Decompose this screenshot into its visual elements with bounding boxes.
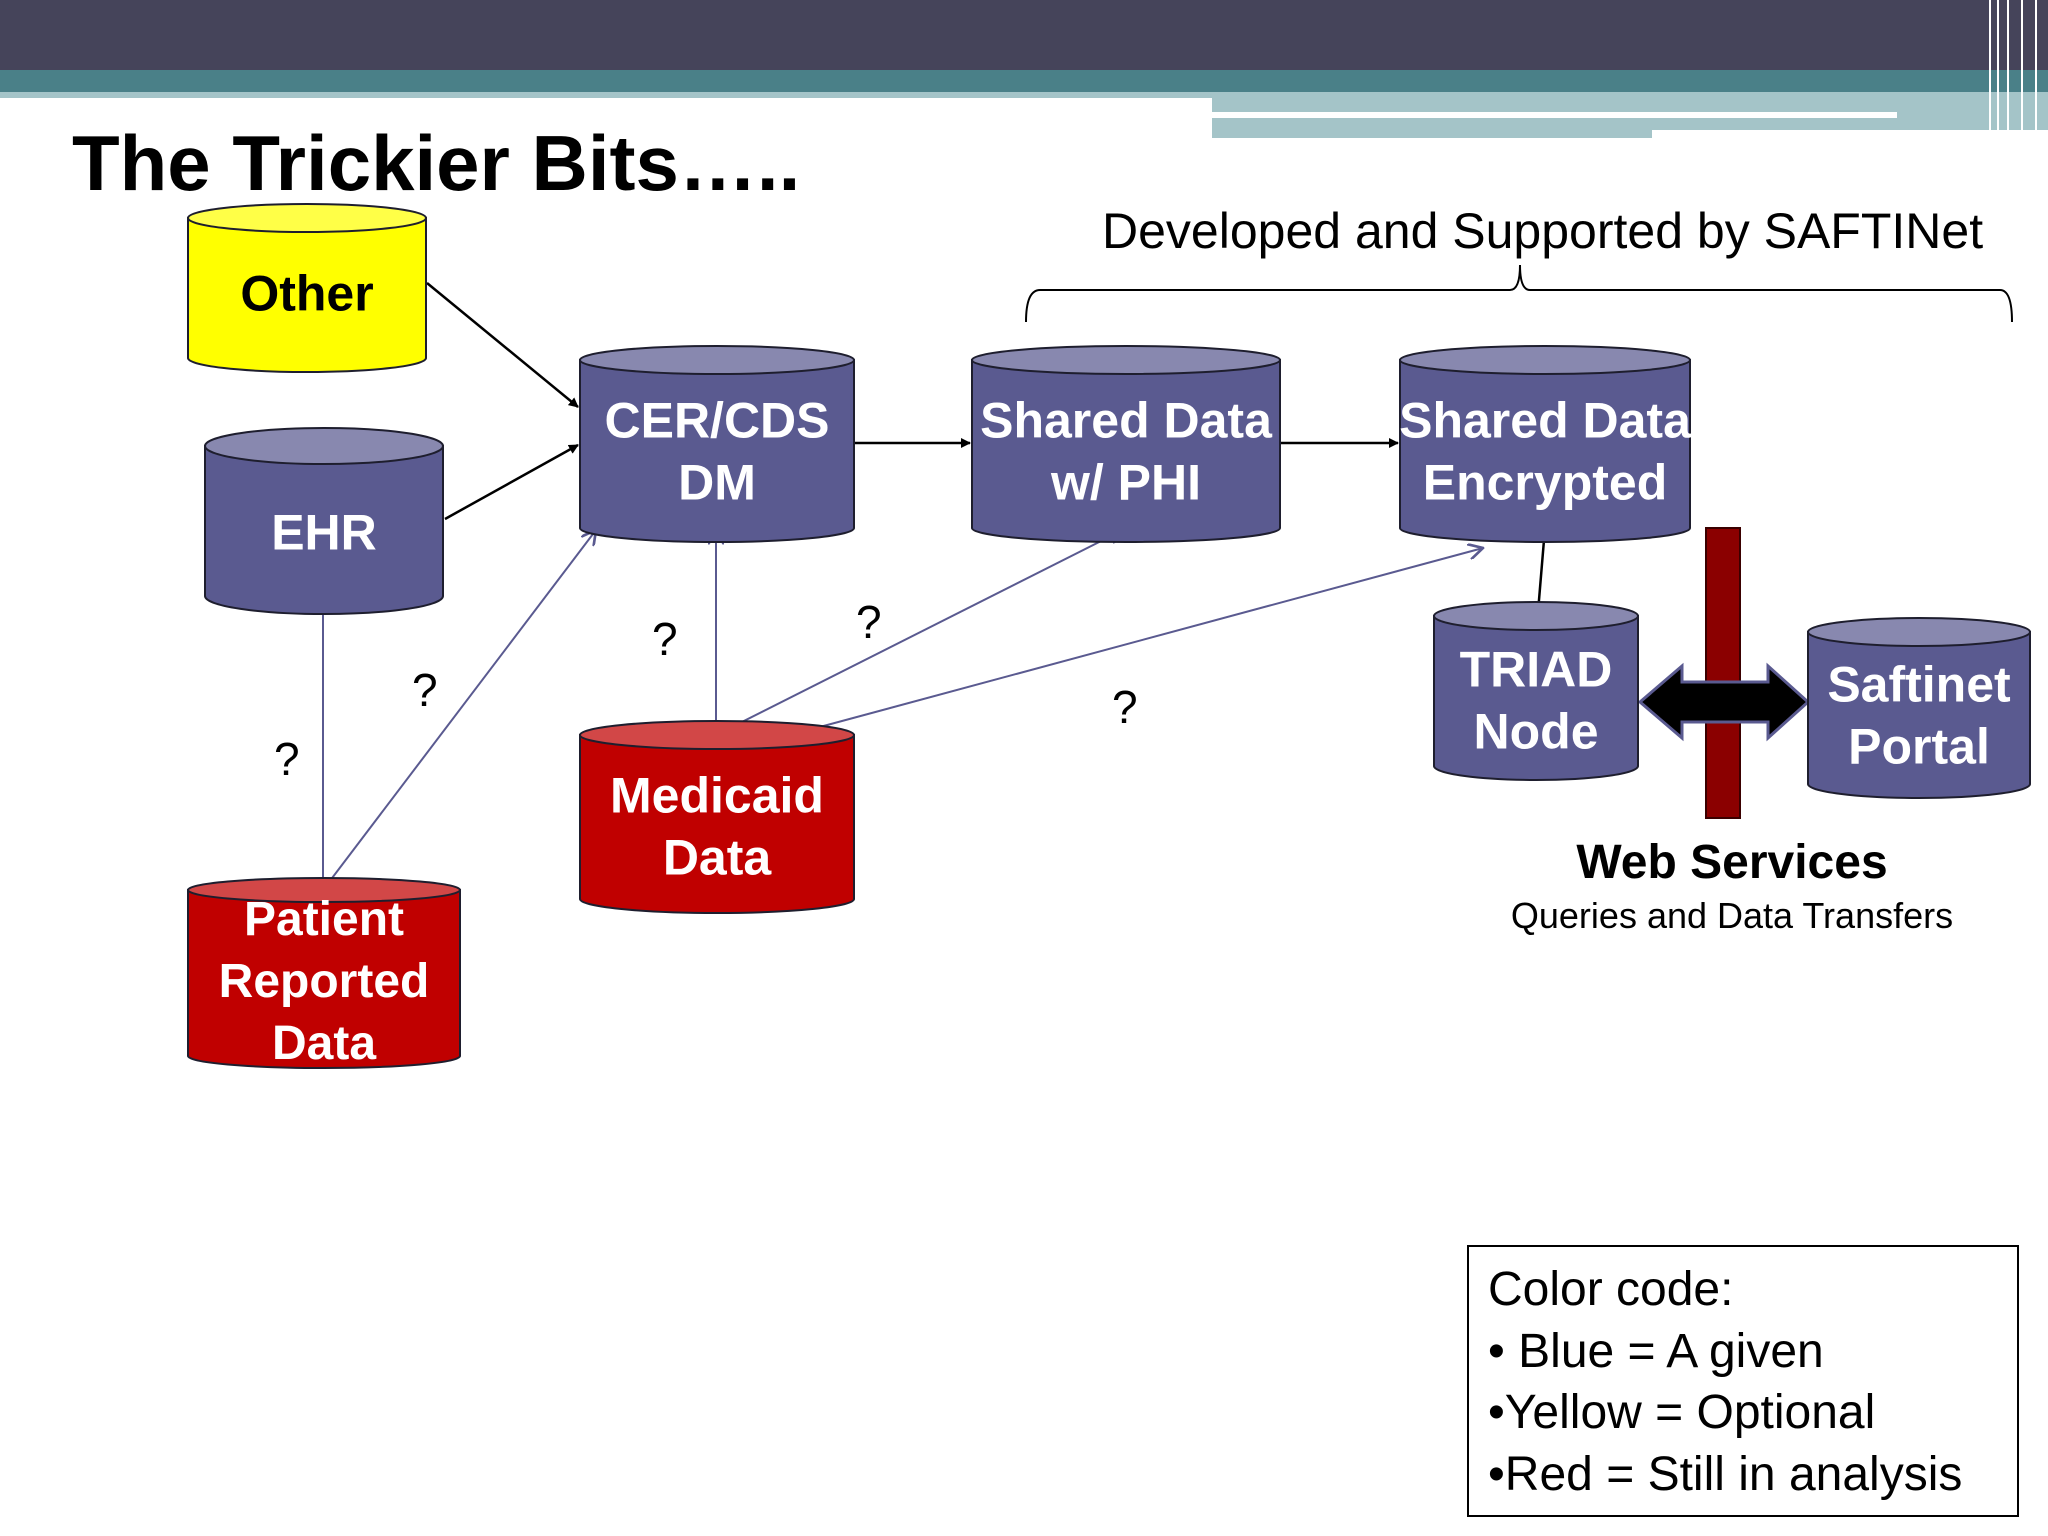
node-label: TRIAD — [1460, 642, 1613, 698]
question-mark: ? — [274, 733, 300, 785]
cylinder-body — [187, 889, 461, 1069]
cylinder-top — [1433, 601, 1639, 631]
header-dark-bar — [0, 0, 2048, 70]
uncertain-connectors — [322, 530, 1483, 891]
node-label: Shared Data — [980, 393, 1273, 449]
legend-item: • Blue = A given — [1488, 1325, 1824, 1378]
node-label: Patient — [244, 893, 404, 946]
cylinder-body — [187, 217, 427, 373]
question-mark: ? — [652, 613, 678, 665]
node-label: Shared Data — [1399, 393, 1692, 449]
node-label: Reported — [219, 955, 430, 1008]
header-edge-lines — [1989, 0, 2037, 138]
node-label: Medicaid — [610, 768, 824, 824]
node-label: EHR — [271, 505, 377, 561]
cylinder-body — [579, 359, 855, 543]
node-label: Saftinet — [1827, 657, 2011, 713]
cylinder-top — [187, 877, 461, 903]
color-legend: Color code: • Blue = A given •Yellow = O… — [1467, 1245, 2019, 1517]
header-teal-bar — [0, 70, 2048, 92]
firewall-bar — [1705, 527, 1741, 819]
cylinder-body — [1399, 359, 1691, 543]
header-white-stripe-2 — [1652, 130, 2048, 138]
node-label: Other — [240, 266, 373, 322]
node-label: Data — [272, 1017, 376, 1070]
node-shared-phi: Shared Data w/ PHI — [971, 345, 1281, 543]
node-label: Portal — [1848, 719, 1990, 775]
connector-ehr-to-cer — [444, 443, 579, 521]
web-services-subtitle: Queries and Data Transfers — [1511, 895, 1953, 936]
header-white-stripe — [1212, 112, 1897, 118]
cylinder-top — [1807, 617, 2031, 647]
cylinder-top — [1399, 345, 1691, 375]
web-services-title: Web Services — [1576, 836, 1887, 889]
header-band — [0, 0, 2048, 138]
cylinder-body — [971, 359, 1281, 543]
node-other: Other — [187, 203, 427, 373]
node-label: DM — [678, 455, 756, 511]
legend-item: •Yellow = Optional — [1488, 1386, 1875, 1439]
brace-label: Developed and Supported by SAFTINet — [1102, 203, 1983, 259]
slide-title: The Trickier Bits….. — [72, 119, 800, 207]
node-label: CER/CDS — [604, 393, 829, 449]
legend-frame — [1467, 1245, 2019, 1517]
primary-connectors — [426, 282, 1547, 613]
question-marks: ? ? ? ? ? — [274, 596, 1138, 785]
cylinder-top — [204, 427, 444, 465]
node-label: Encrypted — [1423, 455, 1668, 511]
cylinder-top — [579, 345, 855, 375]
cylinder-body — [579, 734, 855, 914]
node-label: Data — [663, 830, 773, 886]
connector-medicaid-to-encrypted — [715, 548, 1483, 756]
header-light-bar-left — [0, 92, 1212, 98]
cylinder-body — [1807, 631, 2031, 799]
brace-bracket — [1025, 264, 2013, 323]
cylinder-top — [971, 345, 1281, 375]
question-mark: ? — [412, 664, 438, 716]
cylinder-top — [579, 720, 855, 750]
cylinder-top — [187, 203, 427, 233]
cylinder-body — [1433, 615, 1639, 781]
legend-item: •Red = Still in analysis — [1488, 1448, 1962, 1501]
node-label: w/ PHI — [1050, 455, 1201, 511]
legend-heading: Color code: — [1488, 1263, 1733, 1316]
question-mark: ? — [856, 596, 882, 648]
connector-medicaid-to-shared-phi — [715, 530, 1123, 736]
cylinder-body — [204, 445, 444, 615]
node-cer-cds: CER/CDS DM — [579, 345, 855, 543]
node-triad-node: TRIAD Node — [1433, 601, 1639, 781]
connector-other-to-cer — [426, 282, 579, 408]
node-label: Node — [1474, 704, 1599, 760]
question-mark: ? — [1112, 681, 1138, 733]
node-ehr: EHR — [204, 427, 444, 615]
connector-patient-to-cer — [322, 530, 596, 891]
